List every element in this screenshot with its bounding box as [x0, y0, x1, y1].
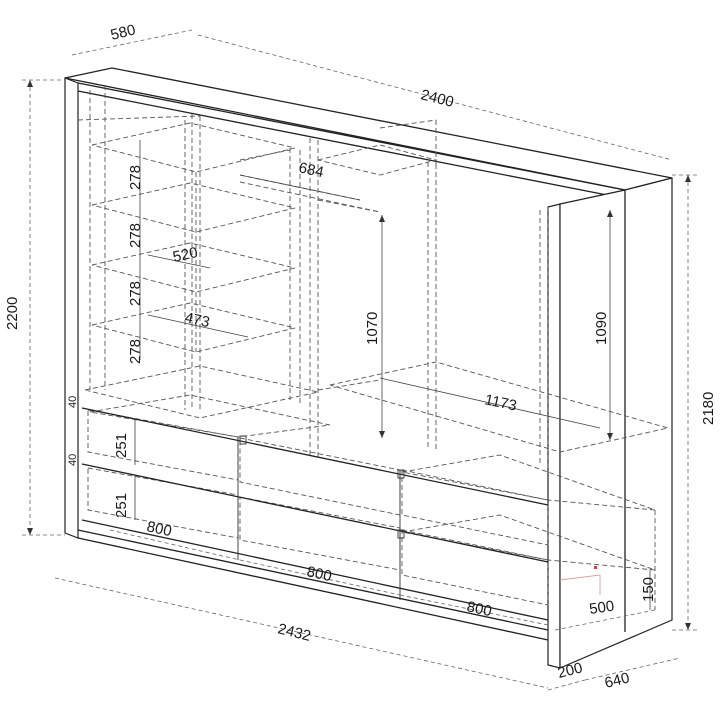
- dim-drawer-width-right: 800: [465, 598, 493, 620]
- dim-drawer-width-mid: 800: [305, 563, 333, 585]
- dim-depth-bottom: 640: [603, 669, 631, 692]
- dim-shelf-depth-a: 520: [171, 244, 199, 266]
- dim-height-right: 2180: [700, 392, 717, 425]
- dim-drawer-front-height: 150: [640, 577, 657, 602]
- dim-inner-width-shelf: 684: [297, 159, 325, 181]
- dim-shelf-spacing-3: 278: [127, 281, 144, 306]
- dim-width-top: 2400: [419, 86, 455, 111]
- dim-shelf-spacing-1: 278: [127, 165, 144, 190]
- dimension-labels: 580 2400 2200 2180 278 278 278 278 684 5…: [4, 21, 717, 692]
- dim-drawer-height-b: 251: [113, 493, 130, 518]
- cabinet-outline: [64, 67, 673, 669]
- dim-shelf-spacing-2: 278: [127, 223, 144, 248]
- dim-plinth-a: 40: [67, 396, 79, 408]
- dim-drawer-depth: 500: [588, 598, 615, 618]
- middle-section: [84, 144, 669, 453]
- dim-shelf-spacing-4: 278: [127, 339, 144, 364]
- dim-width-bottom: 2432: [276, 620, 312, 645]
- dim-drawer-height-a: 251: [113, 433, 130, 458]
- dim-drawer-width-left: 800: [145, 518, 173, 540]
- dim-door-offset: 200: [556, 659, 584, 682]
- dim-inner-width-right: 1173: [483, 391, 518, 414]
- dim-depth-top: 580: [109, 21, 137, 44]
- door-frames: [77, 85, 549, 468]
- dim-plinth-b: 40: [67, 454, 79, 466]
- dim-height-total: 2200: [4, 297, 21, 330]
- dim-rod-height-right: 1090: [593, 312, 610, 345]
- dim-shelf-depth-b: 473: [183, 309, 211, 331]
- dim-rod-height-mid: 1070: [364, 312, 381, 345]
- drawers: [81, 394, 656, 621]
- dimension-lines: [22, 29, 700, 691]
